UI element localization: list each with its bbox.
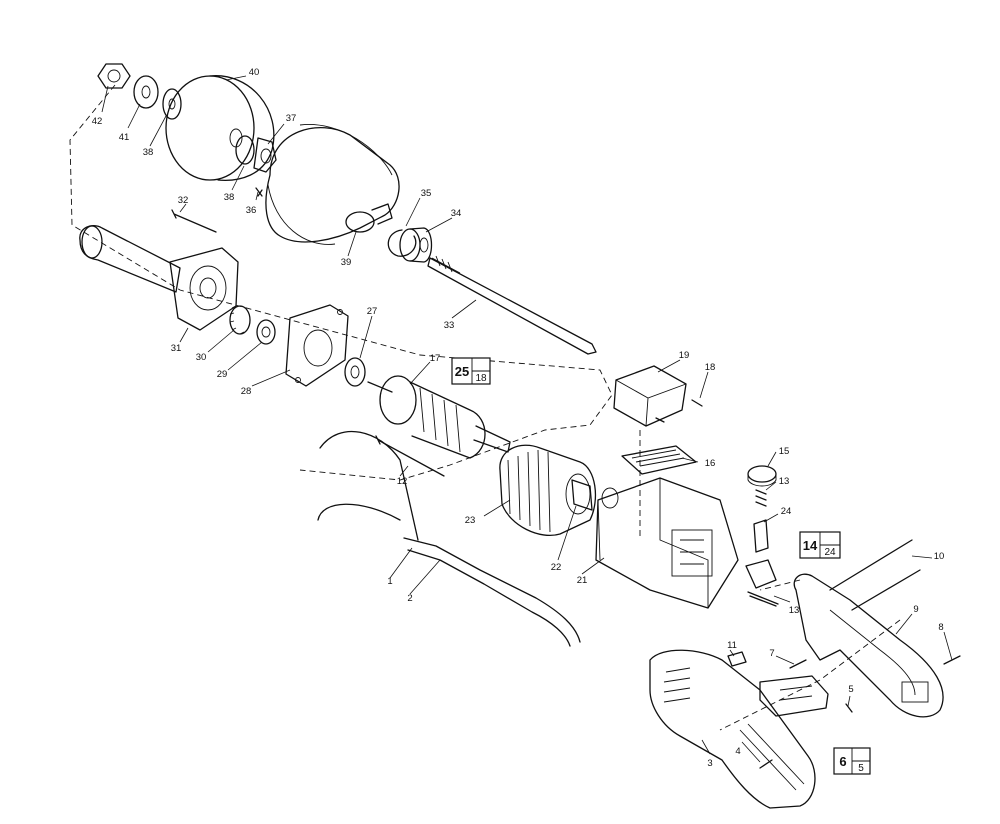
pin-36 [255,187,263,197]
callout-4: 4 [735,746,740,757]
callout-8: 8 [938,622,943,633]
callout-11: 11 [727,640,737,651]
callout-5: 5 [848,684,853,695]
callout-1: 1 [387,576,392,587]
callout-19: 18 [705,362,716,373]
callout-38-upper: 38 [143,147,154,158]
callout-9: 9 [913,604,918,615]
callout-7: 7 [769,648,774,659]
callout-28: 28 [241,386,252,397]
nut-42 [97,63,131,89]
callout-22: 22 [551,562,562,573]
callout-27: 27 [367,306,378,317]
callout-41: 41 [119,132,130,143]
flange-38 [162,88,182,120]
clamp-39 [345,203,393,233]
wheel-guard [265,124,400,245]
kit-14-number: 14 [803,538,818,553]
callout-2: 2 [407,593,412,604]
callout-39: 39 [341,257,352,268]
kit-box-6: 6 5 [833,747,871,775]
handle-9 [793,573,944,718]
callout-40: 40 [249,67,260,78]
callout-42: 42 [92,116,103,127]
callout-15: 13 [779,476,790,487]
kit-box-25: 25 18 [451,357,491,385]
kit-6-sub: 5 [858,763,864,774]
brush-24 [753,519,769,553]
assembly-guide-lines [69,84,901,731]
callout-30: 30 [196,352,207,363]
spindle-33 [427,255,597,355]
callout-35: 35 [421,188,432,199]
brush-assembly [745,559,777,589]
screw-12 [375,435,445,477]
callout-32: 32 [178,195,189,206]
kit-box-14: 14 24 [799,531,841,559]
callout-10: 10 [934,551,945,562]
motor-housing-21 [595,477,739,609]
bearing-34 [399,227,433,263]
callout-23: 23 [465,515,476,526]
spring-13 [747,591,779,607]
callout-36: 36 [246,205,257,216]
callout-34: 34 [451,208,462,219]
handle-housing-3 [649,649,816,809]
kit-25-sub: 18 [475,373,487,384]
power-cord-2 [317,431,581,647]
screw-32 [171,209,217,233]
bearing-27 [344,357,366,387]
armature-18 [367,375,511,459]
callout-3: 3 [707,758,712,769]
callout-12: 12 [397,476,408,487]
switch [759,675,829,717]
kit-6-number: 6 [839,754,846,769]
spring-15 [755,489,767,507]
grinding-wheel-40 [165,75,275,181]
screw-4 [759,759,773,769]
callout-31: 31 [171,343,182,354]
screws-10 [829,539,921,611]
leader-lines [101,75,953,763]
bearing-plate-28 [285,304,349,387]
screw-19 [655,399,703,423]
brush-holder-22 [571,479,593,511]
bearing-29 [256,319,276,345]
callout-16: 15 [779,446,790,457]
callout-20: 19 [679,350,690,361]
callout-labels: 42 41 38 40 37 38 36 35 34 39 32 33 31 3… [92,67,945,769]
callout-29: 29 [217,369,228,380]
lock-button-11 [727,651,747,667]
screw-5 [845,703,853,713]
gear-case-31 [79,225,239,331]
kit-25-number: 25 [455,364,469,379]
nameplate-17 [621,445,697,475]
gear-30 [229,305,251,335]
screw-7 [789,659,807,669]
callout-21: 21 [577,575,588,586]
brush-cover-20 [613,365,687,427]
brush-cap-16 [747,465,777,487]
kit-14-sub: 24 [824,547,836,558]
callout-18: 17 [430,353,441,364]
washer-41 [133,75,159,109]
callout-38-lower: 38 [224,192,235,203]
field-23 [499,444,597,536]
callout-17: 16 [705,458,716,469]
callout-13: 13 [789,605,800,616]
callout-37: 37 [286,113,297,124]
retaining-ring-35 [387,229,417,257]
callout-24: 24 [781,506,792,517]
callout-33: 33 [444,320,455,331]
